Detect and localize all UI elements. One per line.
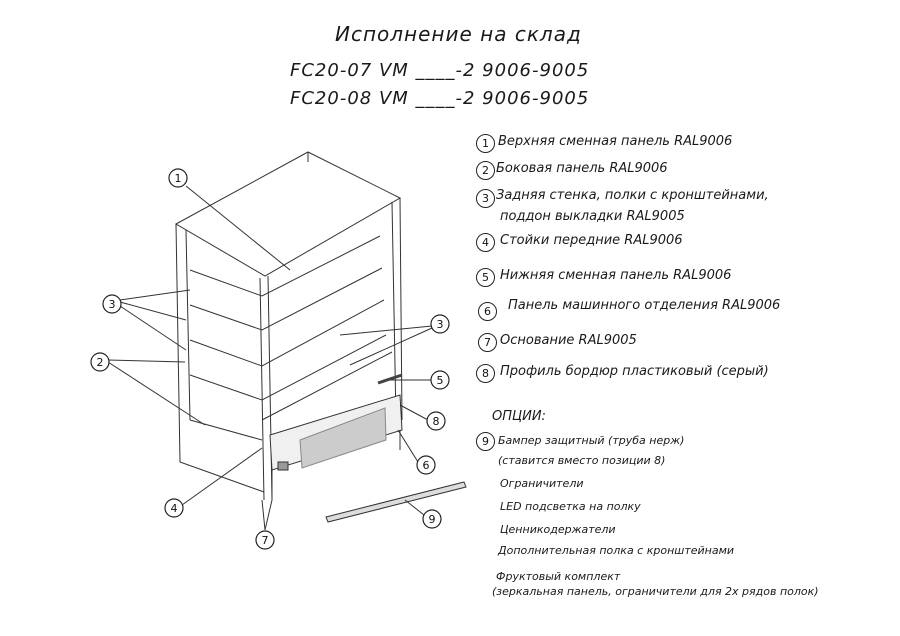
legend-item-cont: поддон выкладки RAL9005 <box>500 209 685 224</box>
legend-item: Основание RAL9005 <box>500 333 637 348</box>
legend-item: Боковая панель RAL9006 <box>496 161 668 176</box>
callout-8: 8 <box>433 415 440 428</box>
bumper-drawing <box>325 481 467 523</box>
model-code-2: FC20-08 VM ____-2 9006-9005 <box>290 88 590 109</box>
legend-item: Панель машинного отделения RAL9006 <box>508 298 781 313</box>
legend-num: 1 <box>476 134 495 153</box>
callout-4: 4 <box>171 502 178 515</box>
option-item: Ценникодержатели <box>500 523 616 536</box>
legend-item: Стойки передние RAL9006 <box>500 233 683 248</box>
option-item-9-note: (ставится вместо позиции 8) <box>498 454 666 467</box>
legend-num: 4 <box>476 233 495 252</box>
legend-num: 5 <box>476 268 495 287</box>
callout-1: 1 <box>175 172 182 185</box>
legend-num: 6 <box>478 302 497 321</box>
legend-num: 3 <box>476 189 495 208</box>
legend-item: Верхняя сменная панель RAL9006 <box>498 134 733 149</box>
shelves <box>189 235 393 421</box>
page-title: Исполнение на склад <box>335 22 582 46</box>
callout-5: 5 <box>437 374 444 387</box>
model-code-1: FC20-07 VM ____-2 9006-9005 <box>290 60 590 81</box>
legend-num: 8 <box>476 364 495 383</box>
legend-num: 7 <box>478 333 497 352</box>
legend-item: Нижняя сменная панель RAL9006 <box>500 268 732 283</box>
options-header: ОПЦИИ: <box>492 409 546 424</box>
top-panel <box>174 151 402 277</box>
callout-6: 6 <box>423 459 430 472</box>
callout-3-left: 3 <box>109 298 116 311</box>
option-num: 9 <box>476 432 495 451</box>
callout-7: 7 <box>262 534 269 547</box>
option-fruit-kit-note: (зеркальная панель, ограничители для 2х … <box>492 585 819 598</box>
legend-item: Профиль бордюр пластиковый (серый) <box>500 364 769 379</box>
option-item-9: Бампер защитный (труба нерж) <box>498 434 685 447</box>
option-fruit-kit: Фруктовый комплект <box>496 570 621 583</box>
option-item: Ограничители <box>500 477 584 490</box>
callout-9: 9 <box>429 513 436 526</box>
option-item: Дополнительная полка с кронштейнами <box>498 544 735 557</box>
legend-num: 2 <box>476 161 495 180</box>
callout-3-right: 3 <box>437 318 444 331</box>
callout-2: 2 <box>97 356 104 369</box>
legend-item: Задняя стенка, полки с кронштейнами, <box>496 188 769 203</box>
option-item: LED подсветка на полку <box>500 500 641 513</box>
